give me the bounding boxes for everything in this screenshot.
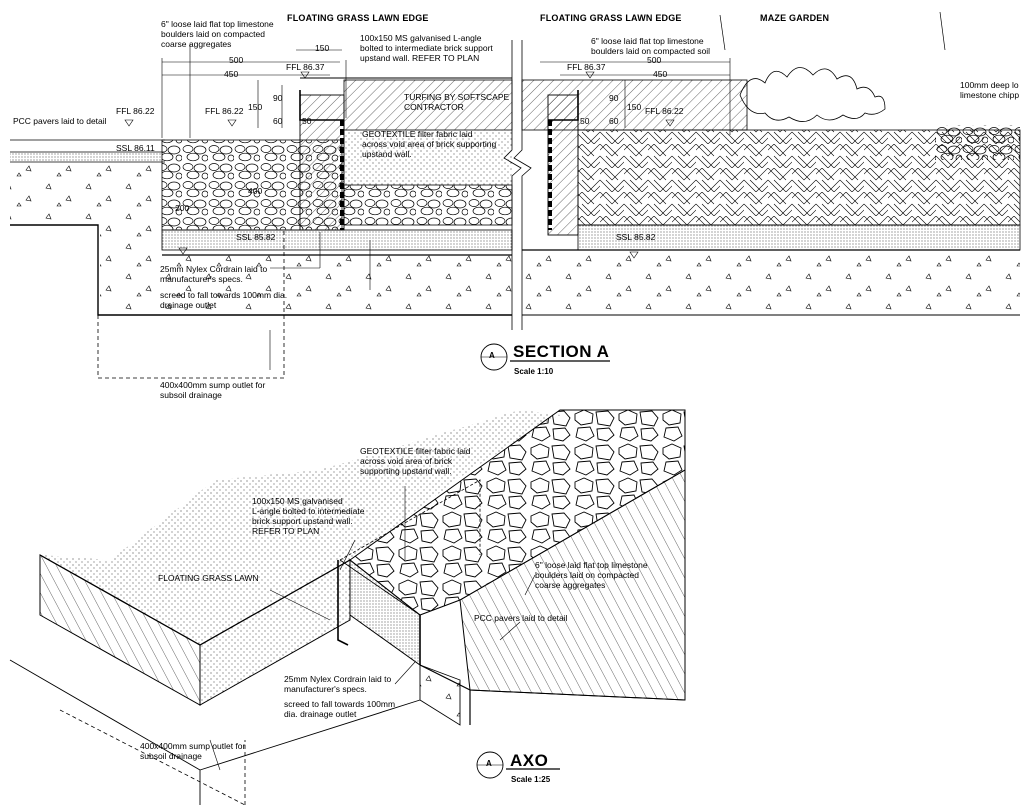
section-title-marker (480, 343, 610, 371)
dim-400: 400 (248, 186, 263, 196)
note-angle: 100x150 MS galvanised L-angle bolted to … (360, 33, 493, 63)
level-ssl-8582-a: SSL 85.82 (236, 232, 276, 242)
section-a-drawing (10, 11, 1021, 379)
axo-note-boulders: 6" loose laid flat top limestone boulder… (535, 560, 648, 590)
dim-450-a: 450 (224, 69, 239, 79)
level-ffl-8622-c: FFL 86.22 (645, 106, 684, 116)
note-boulders-left: 6" loose laid flat top limestone boulder… (161, 19, 274, 49)
level-ffl-8622-b: FFL 86.22 (205, 106, 244, 116)
section-title: SECTION A (513, 342, 610, 361)
dim-200: 200 (175, 203, 190, 213)
dim-60-b: 60 (609, 116, 619, 126)
note-turfing: TURFING BY SOFTSCAPE CONTRACTOR (404, 92, 510, 112)
axo-note-lawn: FLOATING GRASS LAWN (158, 573, 259, 583)
note-pavers: PCC pavers laid to detail (13, 116, 107, 126)
note-chips: 100mm deep lo limestone chipp (960, 80, 1020, 100)
header-maze-garden: MAZE GARDEN (760, 13, 830, 23)
axo-note-screed: screed to fall towards 100mm dia. draina… (284, 699, 396, 719)
axo-note-pavers: PCC pavers laid to detail (474, 613, 568, 623)
note-screed: screed to fall towards 100mm dia. draina… (160, 290, 288, 310)
axo-note-sump: 400x400mm sump outlet for subsoil draina… (140, 741, 246, 761)
level-ffl-8622-a: FFL 86.22 (116, 106, 155, 116)
axo-drawing (9, 409, 686, 806)
axo-title-marker (476, 751, 560, 779)
dim-500-a: 500 (229, 55, 244, 65)
dim-450-b: 450 (653, 69, 668, 79)
dim-150-b: 150 (248, 102, 263, 112)
dim-60-a: 60 (273, 116, 283, 126)
section-scale: Scale 1:10 (514, 367, 554, 376)
level-ffl-8637-a: FFL 86.37 (286, 62, 325, 72)
header-floating-edge-left: FLOATING GRASS LAWN EDGE (287, 13, 429, 23)
axo-note-cordrain: 25mm Nylex Cordrain laid to manufacturer… (284, 674, 392, 694)
axo-title: AXO (510, 751, 549, 770)
axo-note-geotextile: GEOTEXTILE filter fabric laid across voi… (360, 446, 471, 476)
note-sump: 400x400mm sump outlet for subsoil draina… (160, 380, 266, 400)
note-boulders-right: 6" loose laid flat top limestone boulder… (591, 36, 711, 56)
dim-150-c: 150 (627, 102, 642, 112)
header-floating-edge-right: FLOATING GRASS LAWN EDGE (540, 13, 682, 23)
dim-90-b: 90 (609, 93, 619, 103)
note-cordrain: 25mm Nylex Cordrain laid to manufacturer… (160, 264, 268, 284)
dim-90-a: 90 (273, 93, 283, 103)
axo-scale: Scale 1:25 (511, 775, 551, 784)
dim-150-a: 150 (315, 43, 330, 53)
axo-marker-letter: A (486, 759, 492, 768)
axo-note-angle: 100x150 MS galvanised L-angle bolted to … (252, 496, 365, 536)
level-ssl-8582-b: SSL 85.82 (616, 232, 656, 242)
dim-50-a: 50 (302, 116, 312, 126)
level-ssl-8611: SSL 86.11 (116, 143, 155, 153)
level-ffl-8637-b: FFL 86.37 (567, 62, 606, 72)
note-geotextile: GEOTEXTILE filter fabric laid across voi… (362, 129, 497, 159)
section-marker-letter: A (489, 351, 495, 360)
dim-500-b: 500 (647, 55, 662, 65)
dim-50-b: 50 (580, 116, 590, 126)
